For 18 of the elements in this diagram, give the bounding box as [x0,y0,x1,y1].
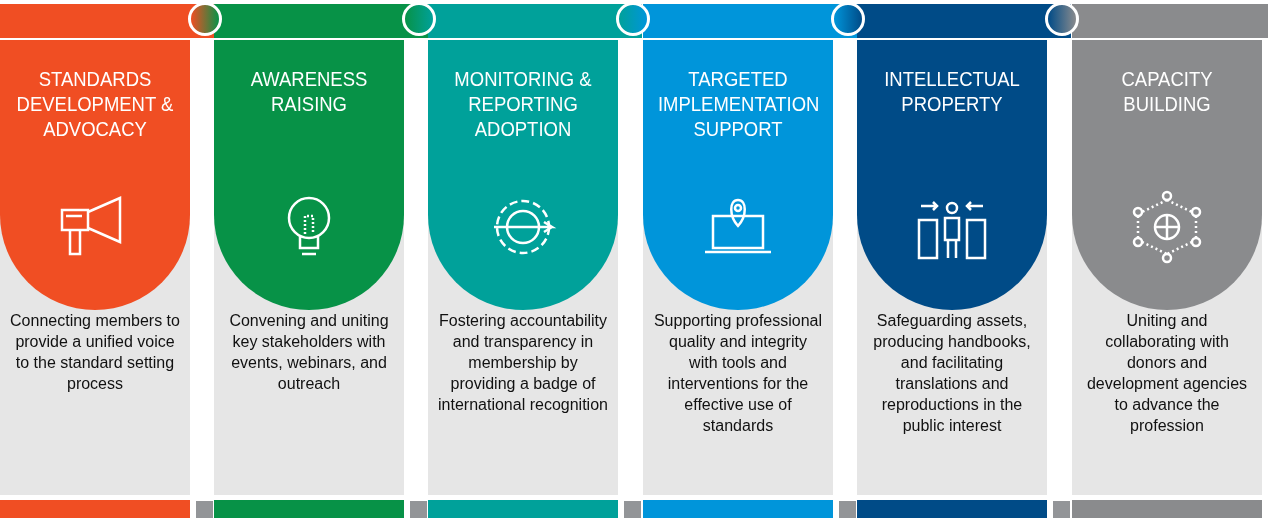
pillar-description: Convening and uniting key stakeholders with events, webinars, and outreach [228,311,390,394]
pillar-card [214,40,404,495]
pillar-title: TARGETED IMPLEMENTATION SUPPORT [657,66,819,141]
pillar-description: Connecting members to provide a unified voice to the standard setting process [10,311,180,394]
pillar-title: INTELLECTUAL PROPERTY [883,66,1021,116]
pillar-card [428,40,618,495]
pillar-description: Fostering accountability and transparency in membership by providing a badge of international recognition [438,311,608,415]
pillar-title: CAPACITY BUILDING [1120,66,1214,116]
pillar-card [0,40,190,495]
pillar-title: STANDARDS DEVELOPMENT & ADVOCACY [15,66,175,141]
pillar-description: Uniting and collaborating with donors and development agencies to advance the profession [1085,311,1249,436]
pillar-card [1072,40,1262,495]
pillar-card [857,40,1047,495]
pillar-description: Safeguarding assets, producing handbooks, and facilitating translations and reproductions in the public interest [872,311,1032,436]
pillar-description: Supporting professional quality and integrity with tools and interventions for the effective use of standards [653,311,823,436]
pillar-title: MONITORING & REPORTING ADOPTION [453,66,593,141]
pillar-card [643,40,833,495]
pillar-title: AWARENESS RAISING [249,66,369,116]
